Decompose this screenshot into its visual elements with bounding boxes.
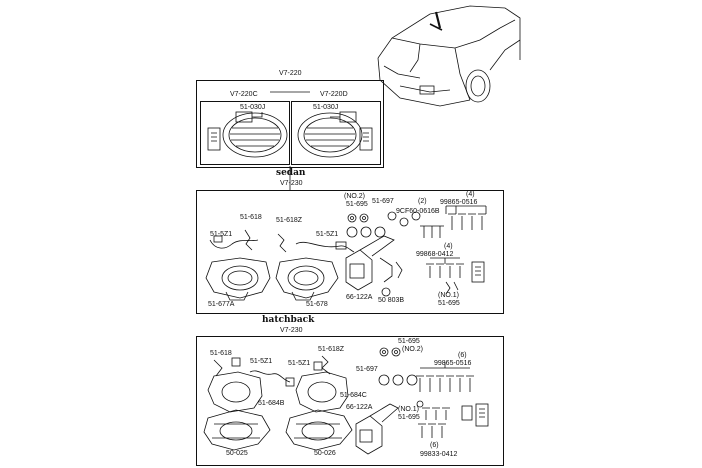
sedan-51-5z1-left: 51-5Z1 xyxy=(210,231,233,238)
sedan-left-fog-assembly xyxy=(205,229,271,301)
hatchback-code: V7-230 xyxy=(280,327,303,334)
sedan-right-fog-assembly xyxy=(275,233,355,301)
hatch-left-fog-assembly xyxy=(207,357,295,413)
sedan-50-803b: 50 803B xyxy=(378,297,405,304)
top-left-variant: V7-220C xyxy=(230,91,258,98)
sedan-51-618z: 51-618Z xyxy=(276,217,303,224)
sedan-switch xyxy=(345,235,403,291)
hatch-51-5z1-left: 51-5Z1 xyxy=(250,358,273,365)
hatch-51-684c: 51-684C xyxy=(340,392,367,399)
sedan-51-678: 51-678 xyxy=(306,301,328,308)
top-panel-code: V7-220 xyxy=(279,70,302,77)
hatch-no2: (NO.2) xyxy=(402,346,423,353)
hatch-51-618: 51-618 xyxy=(210,350,232,357)
hatch-right-bezel xyxy=(285,409,353,451)
sedan-no1: (NO.1) xyxy=(438,292,459,299)
sedan-66-122a: 66-122A xyxy=(346,294,373,301)
top-right-variant: V7-220D xyxy=(320,91,348,98)
hatch-51-695-top: 51-695 xyxy=(398,338,420,345)
top-left-fog-lamp xyxy=(207,111,288,158)
sedan-99868: 99868-0412 xyxy=(416,251,454,258)
sedan-panel xyxy=(196,190,504,314)
top-right-subbox xyxy=(291,101,381,165)
sedan-51-677a: 51-677A xyxy=(208,301,235,308)
hatch-51-684b: 51-684B xyxy=(258,400,285,407)
hatch-51-618z: 51-618Z xyxy=(318,346,345,353)
sedan-code: V7-230 xyxy=(280,180,303,187)
hatch-switch xyxy=(355,403,399,455)
hatch-left-bezel xyxy=(203,409,271,451)
hatchback-caption: hatchback xyxy=(262,315,315,325)
hatch-n6a: (6) xyxy=(458,352,467,359)
hatch-99833: 99833-0412 xyxy=(420,451,458,458)
hatch-right-fog-assembly xyxy=(295,355,349,413)
hatch-n6b: (6) xyxy=(430,442,439,449)
hatch-no1: (NO.1) xyxy=(398,406,419,413)
sedan-9cf60: 9CF60-0616B xyxy=(396,208,440,215)
top-right-fog-lamp xyxy=(297,111,373,158)
sedan-51-618: 51-618 xyxy=(240,214,262,221)
sedan-51-695-top: 51-695 xyxy=(346,201,368,208)
hatch-99865: 99865-0516 xyxy=(434,360,472,367)
top-right-bulb: 51-030J xyxy=(313,104,339,111)
car-illustration xyxy=(377,5,521,107)
sedan-n2: (2) xyxy=(418,198,427,205)
sedan-caption: sedan xyxy=(276,168,306,178)
sedan-51-5z1-right: 51-5Z1 xyxy=(316,231,339,238)
hatch-screws-clips xyxy=(378,347,489,438)
sedan-n4a: (4) xyxy=(466,191,475,198)
sedan-no2: (NO.2) xyxy=(344,193,365,200)
sedan-n4b: (4) xyxy=(444,243,453,250)
hatch-51-695-bottom: 51-695 xyxy=(398,414,420,421)
top-panel xyxy=(196,80,384,168)
hatch-51-5z1-right: 51-5Z1 xyxy=(288,360,311,367)
sedan-screws-clips xyxy=(346,205,487,297)
sedan-99865: 99865-0516 xyxy=(440,199,478,206)
hatch-50-025: 50-025 xyxy=(226,450,248,457)
top-left-subbox xyxy=(200,101,290,165)
sedan-51-697: 51-697 xyxy=(372,198,394,205)
hatchback-panel xyxy=(196,336,504,466)
hatch-51-697: 51-697 xyxy=(356,366,378,373)
hatch-50-026: 50-026 xyxy=(314,450,336,457)
hatch-66-122a: 66-122A xyxy=(346,404,373,411)
top-left-bulb: 51-030J xyxy=(240,104,266,111)
sedan-51-695-bottom: 51-695 xyxy=(438,300,460,307)
